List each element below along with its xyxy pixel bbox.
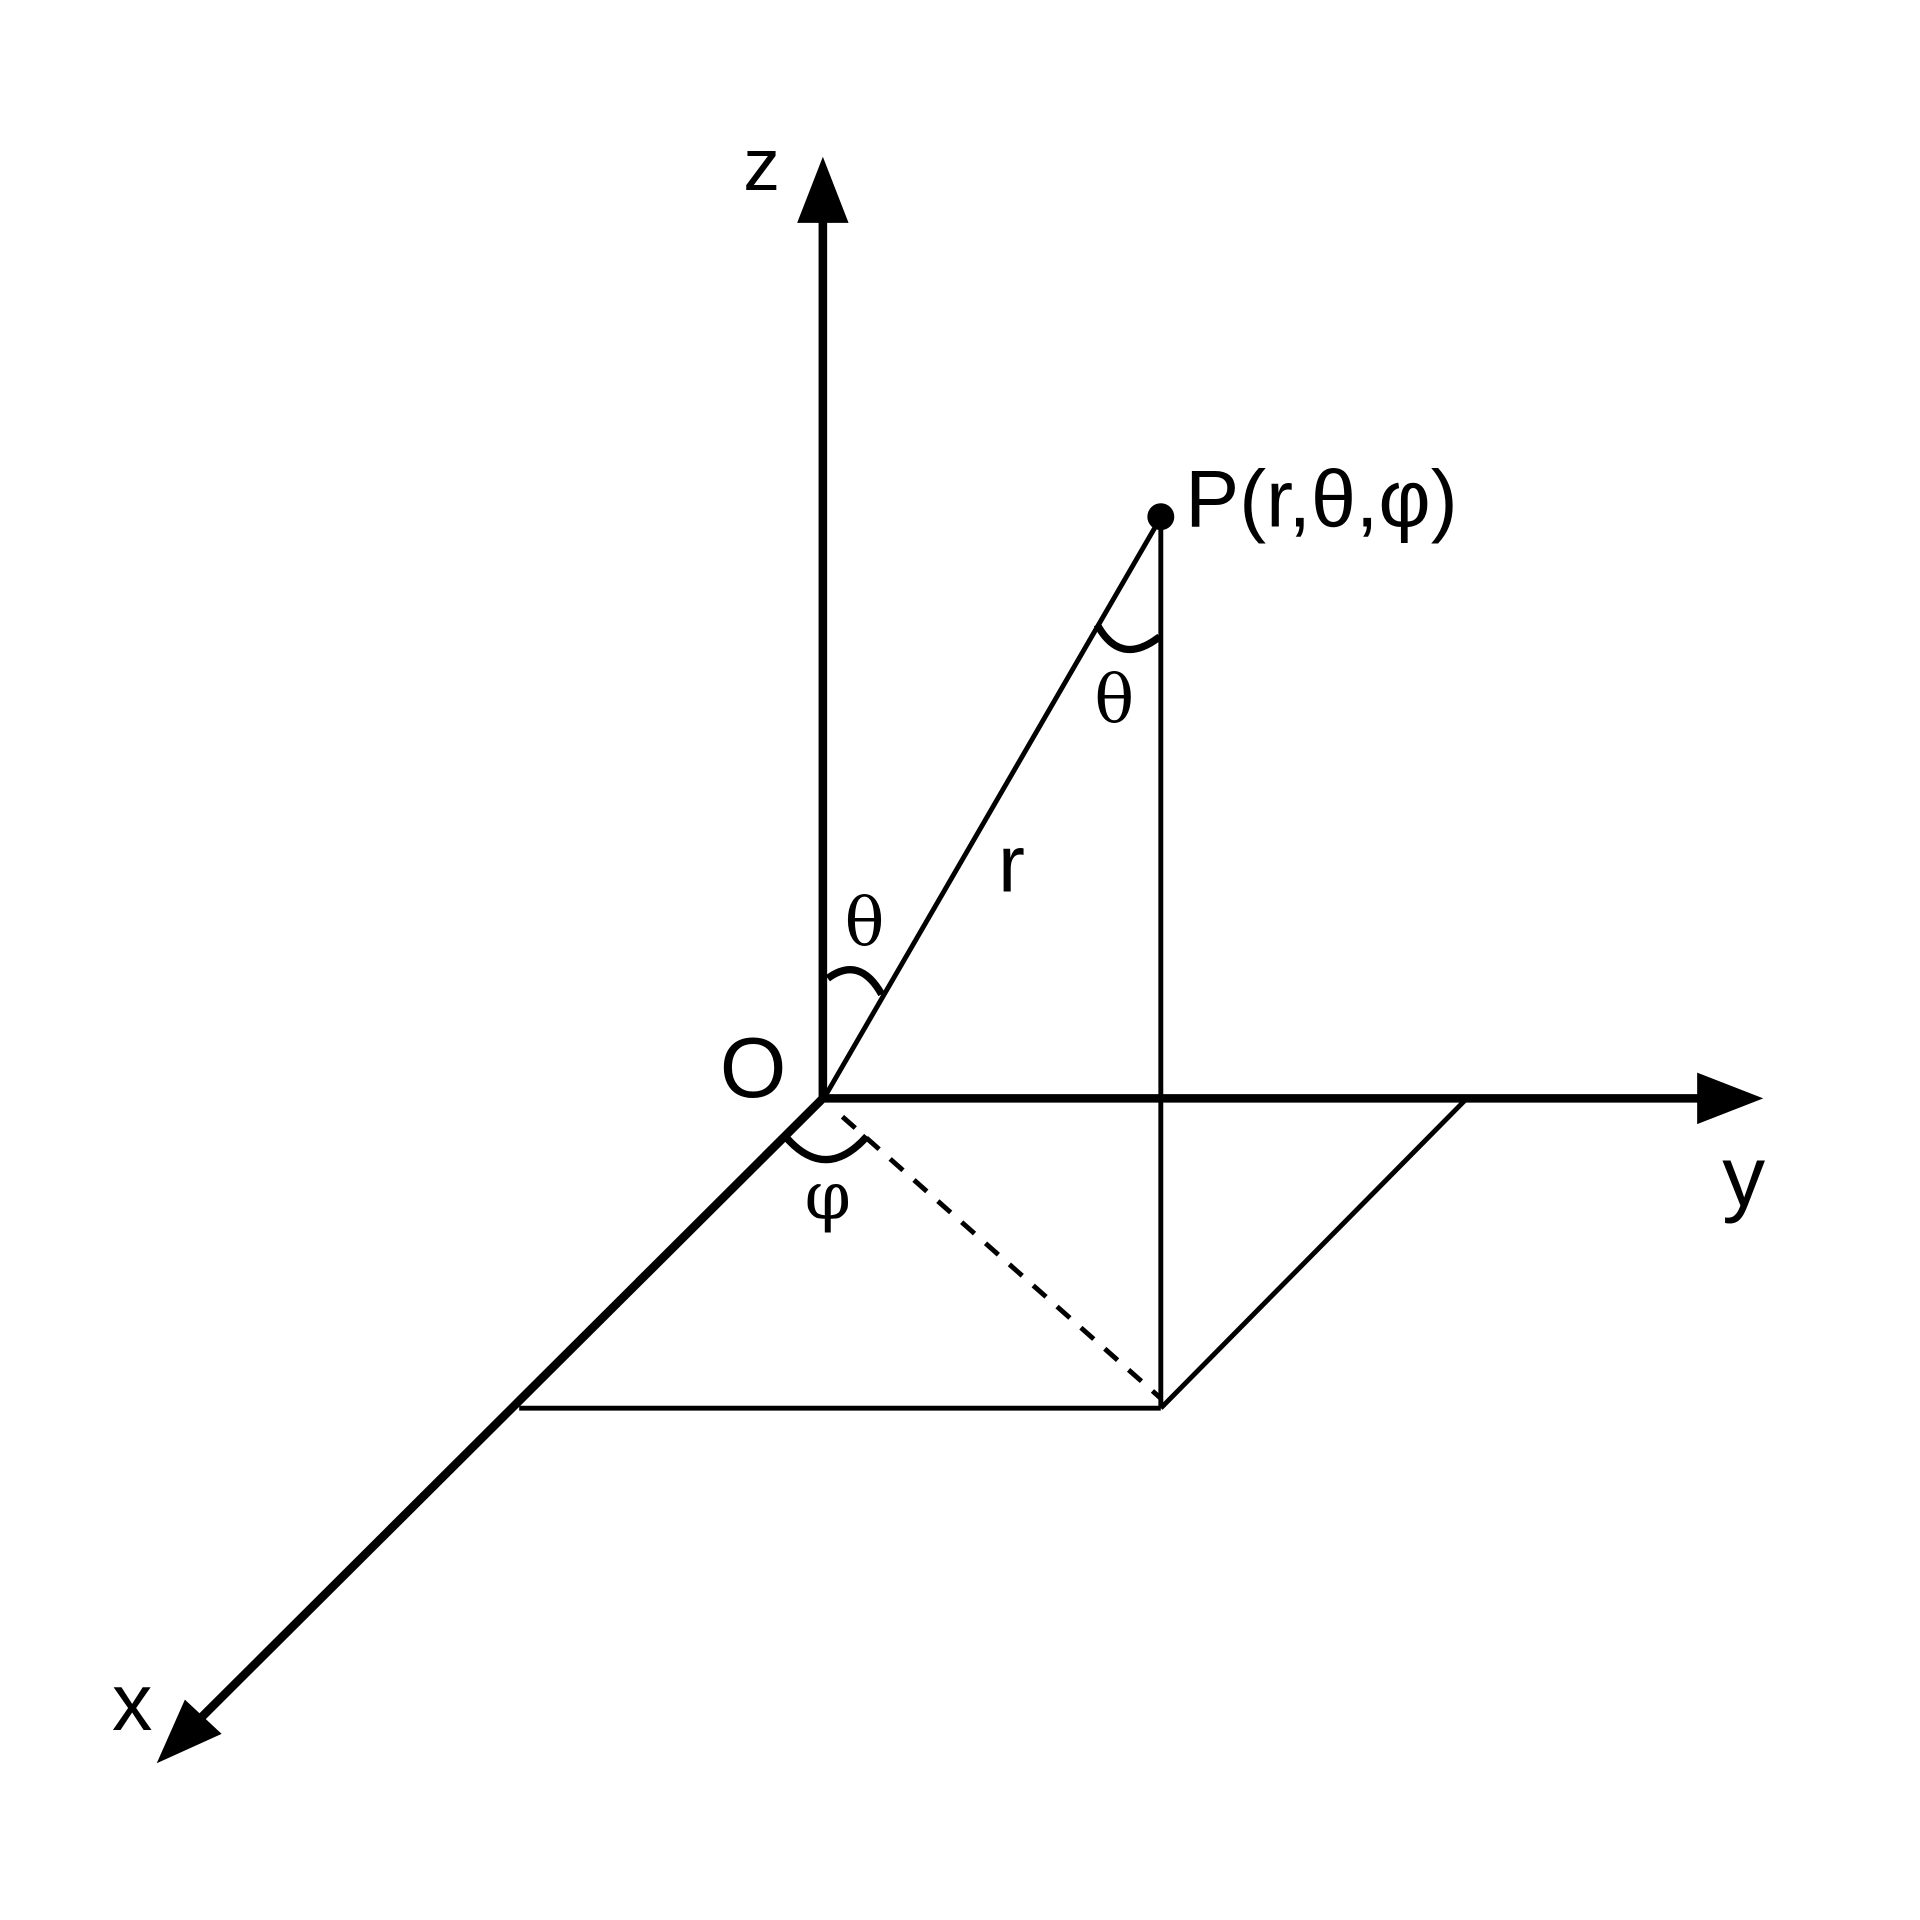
radius-line [823,520,1161,1098]
z-axis-label: z [743,123,780,206]
phi-arc [784,1133,870,1164]
x-axis [156,1095,826,1764]
point-p-marker [1147,503,1175,531]
y-axis-label: y [1722,1129,1765,1225]
x-arrowhead [156,1699,222,1764]
z-axis [797,156,849,1099]
point-label: P(r,θ,φ) [1185,455,1457,545]
x-axis-label: x [112,1658,152,1748]
y-axis [822,1072,1764,1125]
y-parallel-projection-line [1159,1099,1467,1410]
theta-arc-point [1093,622,1162,654]
theta-label-origin: θ [845,884,885,961]
theta-arc-origin [825,966,885,997]
radius-label: r [998,819,1025,909]
phi-label: φ [805,1157,851,1234]
origin-label: O [720,1020,787,1116]
xy-plane-projection-dashed-line [840,1114,1163,1401]
y-arrowhead [1697,1072,1764,1125]
z-arrowhead [797,156,849,223]
theta-label-point: θ [1094,661,1134,738]
